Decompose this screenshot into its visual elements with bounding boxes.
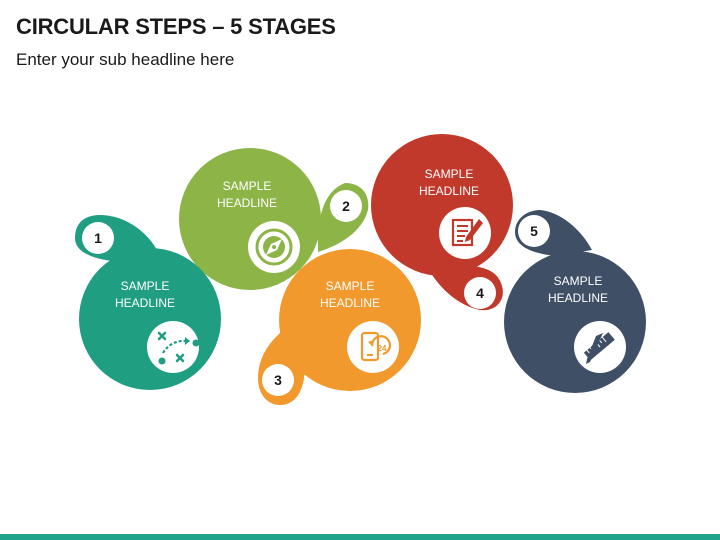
- stage-3-number: 3: [274, 372, 282, 388]
- stage-1-number: 1: [94, 230, 102, 246]
- stage-3-circle: [279, 249, 421, 391]
- stage-4-badge: [464, 277, 496, 309]
- document-pen-icon: [439, 207, 491, 259]
- page-subtitle: Enter your sub headline here: [16, 50, 235, 69]
- stage-2-headline-line1: SAMPLE: [223, 179, 272, 193]
- compass-icon: [248, 221, 300, 273]
- stage-1-circle: [79, 248, 221, 390]
- stage-2-badge: [330, 190, 362, 222]
- stage-4-headline-line2: HEADLINE: [419, 184, 479, 198]
- stage-5-badge: [518, 215, 550, 247]
- mobile-24h-icon: 24: [347, 321, 399, 373]
- stage-2-headline-line2: HEADLINE: [217, 196, 277, 210]
- stage-1-badge: [82, 222, 114, 254]
- svg-text:24: 24: [378, 344, 387, 353]
- stage-5: 5 SAMPLE HEADLINE: [504, 210, 646, 393]
- stage-4-number: 4: [476, 285, 484, 301]
- page-title: CIRCULAR STEPS – 5 STAGES: [16, 14, 336, 39]
- strategy-play-icon: [147, 321, 200, 373]
- stage-3-headline-line1: SAMPLE: [326, 279, 375, 293]
- stage-5-circle: [504, 251, 646, 393]
- stage-3: 3 SAMPLE HEADLINE 24: [258, 249, 421, 405]
- stage-4-headline-line1: SAMPLE: [425, 167, 474, 181]
- bottom-accent-bar: [0, 534, 720, 540]
- stage-2-circle: [179, 148, 321, 290]
- stage-3-headline-line2: HEADLINE: [320, 296, 380, 310]
- stage-5-headline-line2: HEADLINE: [548, 291, 608, 305]
- ruler-pencil-icon: [574, 321, 626, 373]
- stage-5-number: 5: [530, 223, 538, 239]
- stage-1: 1 SAMPLE HEADLINE: [75, 215, 221, 390]
- stage-2-number: 2: [342, 198, 350, 214]
- stage-5-headline-line1: SAMPLE: [554, 274, 603, 288]
- stage-3-badge: [262, 364, 294, 396]
- stage-1-headline-line2: HEADLINE: [115, 296, 175, 310]
- stage-4: 4 SAMPLE HEADLINE: [371, 134, 513, 311]
- stage-1-headline-line1: SAMPLE: [121, 279, 170, 293]
- stage-2: 2 SAMPLE HEADLINE: [179, 148, 369, 290]
- stage-4-circle: [371, 134, 513, 276]
